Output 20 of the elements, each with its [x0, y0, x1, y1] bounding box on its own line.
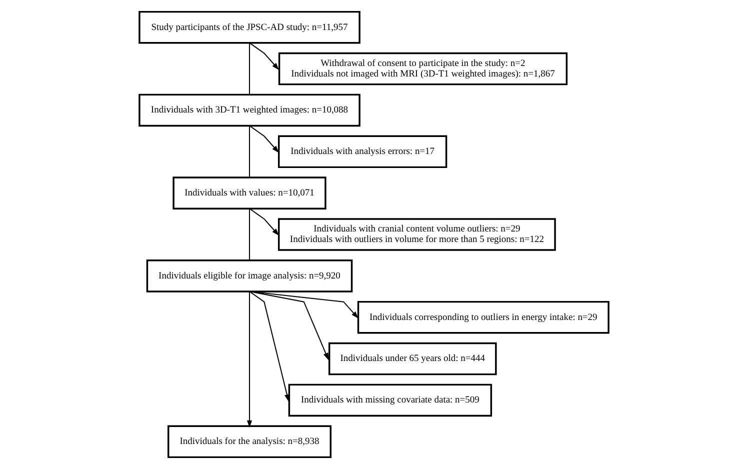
node-box: Study participants of the JPSC-AD study: n=11,957	[138, 10, 360, 44]
connector	[248, 126, 250, 178]
arrow	[246, 291, 252, 428]
node-box: Withdrawal of consent to participate in the study: n=2 Individuals not imaged with MRI (3D-T1 weighted images): n=1,867	[278, 52, 568, 86]
node-box: Individuals for the analysis: n=8,938	[168, 425, 332, 458]
node-box: Individuals with 3D-T1 weighted images: n=10,088	[138, 94, 360, 127]
arrow	[249, 290, 329, 360]
connector	[248, 42, 250, 95]
node-box: Individuals under 65 years old: n=444	[328, 342, 497, 376]
node-box: Individuals eligible for image analysis: n=9,920	[146, 260, 353, 292]
node-box: Individuals with analysis errors: n=17	[278, 135, 448, 168]
node-box: Individuals with cranial content volume outliers: n=29 Individuals with outliers in volume for more than 5 regions: n=122	[278, 218, 556, 251]
connector	[248, 208, 250, 260]
arrow	[249, 42, 280, 70]
arrow	[249, 125, 280, 153]
arrow	[249, 208, 280, 236]
node-box: Individuals with missing covariate data: n=509	[288, 384, 492, 417]
arrow	[249, 291, 290, 402]
node-box: Individuals with values: n=10,071	[172, 176, 326, 210]
node-box: Individuals corresponding to outliers in energy intake: n=29	[357, 300, 610, 334]
